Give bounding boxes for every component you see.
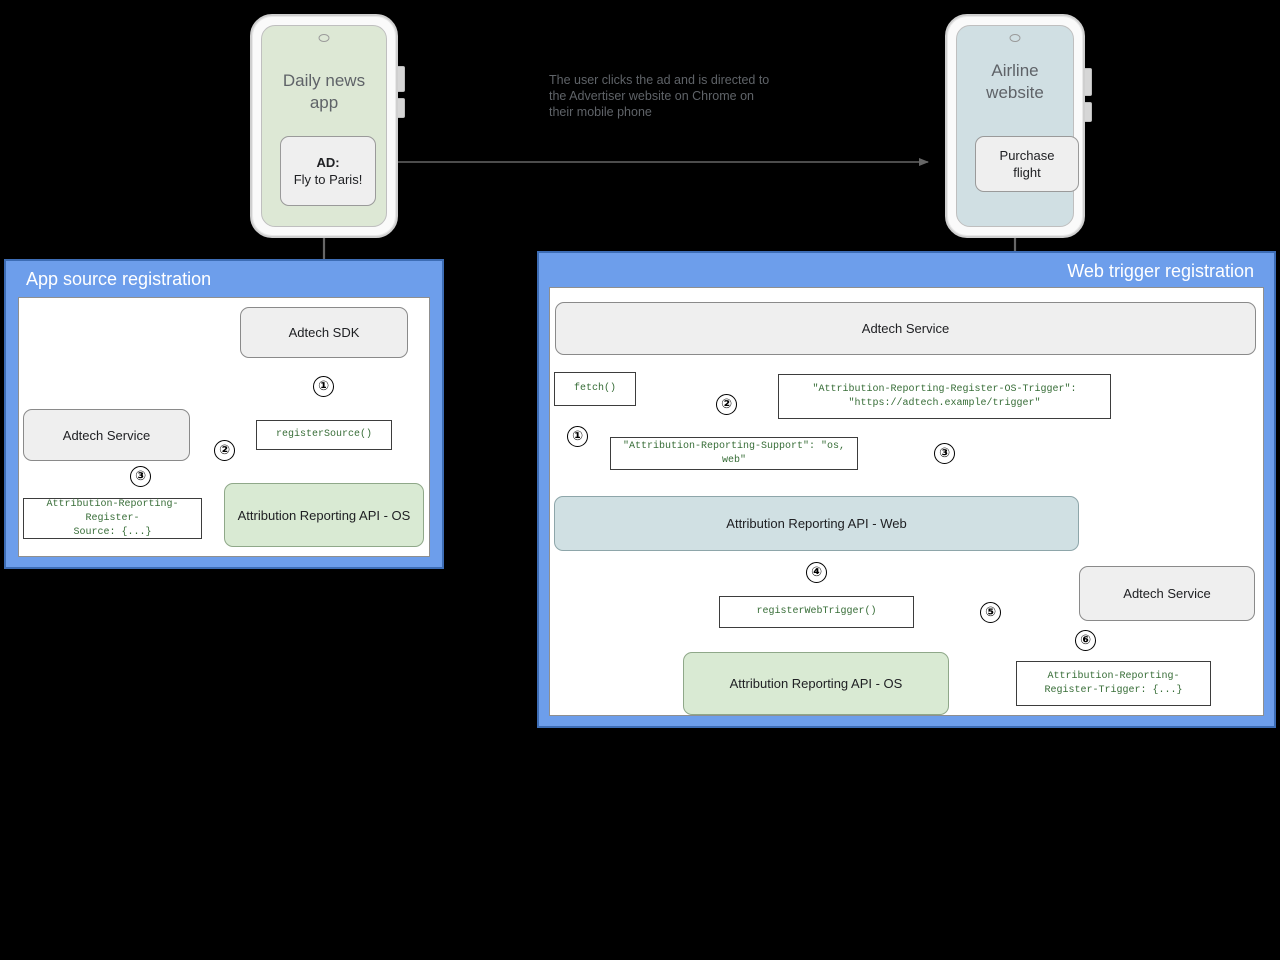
step-marker-2: ② bbox=[716, 394, 737, 415]
node-label: Adtech Service bbox=[861, 321, 950, 336]
purchase-flight-card[interactable]: Purchase flight bbox=[975, 136, 1079, 192]
node-label: Adtech Service bbox=[62, 427, 151, 443]
node-adtech-service-top[interactable]: Adtech Service bbox=[555, 302, 1256, 355]
codebox-fetch: fetch() bbox=[554, 372, 636, 406]
node-attribution-reporting-api-web[interactable]: Attribution Reporting API - Web bbox=[554, 496, 1079, 551]
phone-side-button-power bbox=[1085, 102, 1092, 122]
step-glyph: ① bbox=[317, 379, 329, 394]
step-glyph: ① bbox=[571, 429, 583, 444]
step-marker-6: ⑥ bbox=[1075, 630, 1096, 651]
phone-site-title: Airline website bbox=[986, 61, 1044, 102]
phone-side-button-volume bbox=[398, 66, 405, 92]
step-marker-5: ⑤ bbox=[980, 602, 1001, 623]
phone-camera-icon bbox=[1009, 34, 1021, 42]
node-adtech-service-bottom[interactable]: Adtech Service bbox=[1079, 566, 1255, 621]
ad-card-body: Fly to Paris! bbox=[293, 172, 363, 187]
step-marker-1: ① bbox=[313, 376, 334, 397]
codebox-register-source: registerSource() bbox=[256, 420, 392, 450]
node-attribution-reporting-api-os-left[interactable]: Attribution Reporting API - OS bbox=[224, 483, 424, 547]
step-glyph: ② bbox=[218, 443, 230, 458]
step-marker-3: ③ bbox=[934, 443, 955, 464]
codebox-attribution-reporting-register-os-trigger: "Attribution-Reporting-Register-OS-Trigg… bbox=[778, 374, 1111, 419]
phone-side-button-volume bbox=[1085, 68, 1092, 96]
node-label: Attribution Reporting API - OS bbox=[237, 507, 411, 523]
step-marker-1: ① bbox=[567, 426, 588, 447]
step-glyph: ⑤ bbox=[984, 605, 996, 620]
purchase-flight-label: Purchase flight bbox=[999, 148, 1055, 180]
node-label: Attribution Reporting API - Web bbox=[726, 516, 907, 531]
codebox-register-web-trigger: registerWebTrigger() bbox=[719, 596, 914, 628]
phone-side-button-power bbox=[398, 98, 405, 118]
step-glyph: ② bbox=[720, 397, 732, 412]
phone-airline-website: Airline website Purchase flight bbox=[945, 14, 1092, 238]
node-adtech-sdk[interactable]: Adtech SDK bbox=[240, 307, 408, 358]
step-glyph: ④ bbox=[810, 565, 822, 580]
step-marker-3: ③ bbox=[130, 466, 151, 487]
phone-screen: Daily news app AD: Fly to Paris! bbox=[261, 25, 387, 227]
node-label: Attribution Reporting API - OS bbox=[729, 676, 903, 691]
phone-app-title: Daily news app bbox=[282, 71, 366, 112]
codebox-attribution-reporting-support: "Attribution-Reporting-Support": "os, we… bbox=[610, 437, 858, 470]
step-marker-2: ② bbox=[214, 440, 235, 461]
node-adtech-service-left[interactable]: Adtech Service bbox=[23, 409, 190, 461]
ad-card-heading: AD: bbox=[316, 155, 340, 170]
step-glyph: ③ bbox=[938, 446, 950, 461]
phone-daily-news-app: Daily news app AD: Fly to Paris! bbox=[250, 14, 405, 238]
panel-title-web-trigger-registration: Web trigger registration bbox=[1067, 261, 1254, 281]
flow-caption: The user clicks the ad and is directed t… bbox=[549, 73, 770, 119]
step-glyph: ③ bbox=[134, 469, 146, 484]
step-marker-4: ④ bbox=[806, 562, 827, 583]
panel-title-app-source-registration: App source registration bbox=[26, 269, 212, 289]
step-glyph: ⑥ bbox=[1079, 633, 1091, 648]
codebox-attribution-reporting-register-trigger: Attribution-Reporting- Register-Trigger:… bbox=[1016, 661, 1211, 706]
phone-camera-icon bbox=[318, 34, 330, 42]
node-attribution-reporting-api-os-right[interactable]: Attribution Reporting API - OS bbox=[683, 652, 949, 715]
node-label: Adtech SDK bbox=[288, 325, 360, 340]
phone-screen: Airline website Purchase flight bbox=[956, 25, 1079, 227]
codebox-attribution-reporting-register-source: Attribution-Reporting-Register- Source: … bbox=[23, 498, 202, 539]
node-label: Adtech Service bbox=[1123, 586, 1211, 601]
ad-card[interactable]: AD: Fly to Paris! bbox=[280, 136, 376, 206]
